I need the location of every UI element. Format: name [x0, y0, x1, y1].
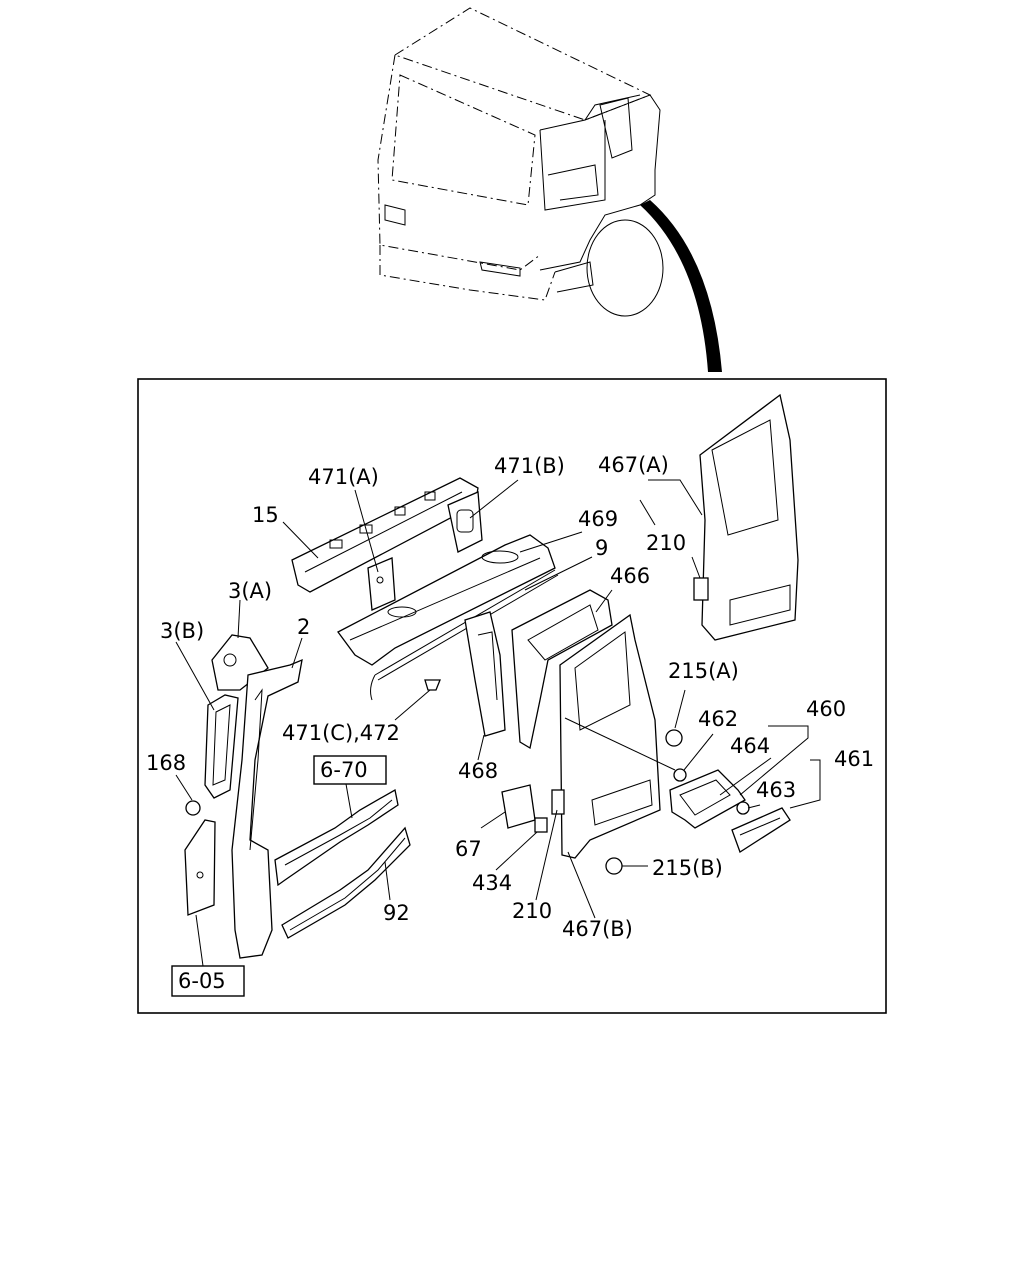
part-466-door-frame: [511, 589, 613, 750]
callout-92: 92: [383, 901, 410, 925]
callout-462: 462: [698, 707, 738, 731]
part-92-sill: [281, 826, 411, 939]
callout-460: 460: [806, 697, 846, 721]
callout-210-lower: 210: [512, 899, 552, 923]
callout-467a: 467(A): [598, 453, 669, 477]
part-215a-nut: [665, 729, 683, 747]
part-15-upper-rail: [291, 477, 479, 593]
part-464-gasket: [669, 769, 746, 829]
callout-464: 464: [730, 734, 770, 758]
reference-box-6-70[interactable]: 6-70: [313, 755, 387, 785]
ref-6-05-part: [184, 819, 216, 916]
part-471c-472-fastener: [424, 679, 441, 691]
part-467b-door-panel: [559, 613, 676, 859]
part-467a-door-panel: [699, 393, 799, 641]
callout-466: 466: [610, 564, 650, 588]
part-434-clip: [534, 817, 548, 833]
callout-461: 461: [834, 747, 874, 771]
reference-6-05-label: 6-05: [178, 969, 226, 993]
callout-469: 469: [578, 507, 618, 531]
part-471a-bracket: [367, 557, 396, 611]
callout-9: 9: [595, 536, 608, 560]
part-210-bracket-b: [551, 789, 565, 815]
callout-463: 463: [756, 778, 796, 802]
callout-2: 2: [297, 615, 310, 639]
callout-3a: 3(A): [228, 579, 272, 603]
callout-3b: 3(B): [160, 619, 204, 643]
part-471b-bracket: [447, 491, 483, 553]
ref-6-70-part: [274, 788, 399, 887]
callout-168: 168: [146, 751, 186, 775]
callout-67: 67: [455, 837, 482, 861]
detail-frame: [137, 378, 887, 1014]
callout-215a: 215(A): [668, 659, 739, 683]
reference-6-70-label: 6-70: [320, 758, 368, 782]
part-463-screw: [736, 801, 750, 815]
truck-cab-overview: [377, 7, 722, 372]
callout-467b: 467(B): [562, 917, 633, 941]
part-215b-nut: [605, 857, 623, 875]
part-468-pillar: [464, 611, 506, 737]
part-2-pillar: [231, 658, 303, 959]
part-67-bracket: [501, 784, 536, 829]
reference-box-6-05[interactable]: 6-05: [171, 965, 245, 997]
part-462-screw: [673, 768, 687, 782]
callout-468: 468: [458, 759, 498, 783]
callout-471a: 471(A): [308, 465, 379, 489]
part-461-handle: [731, 807, 791, 853]
callout-210-upper: 210: [646, 531, 686, 555]
part-469-crossmember: [337, 534, 556, 666]
part-3b-reinforcement: [204, 694, 239, 799]
callout-471b: 471(B): [494, 454, 565, 478]
part-210-bracket-a: [693, 577, 709, 601]
callout-471c-472: 471(C),472: [282, 721, 400, 745]
callout-15: 15: [252, 503, 279, 527]
part-168-bolt: [185, 800, 201, 816]
callout-215b: 215(B): [652, 856, 723, 880]
leader-lines: [175, 479, 821, 967]
callout-434: 434: [472, 871, 512, 895]
